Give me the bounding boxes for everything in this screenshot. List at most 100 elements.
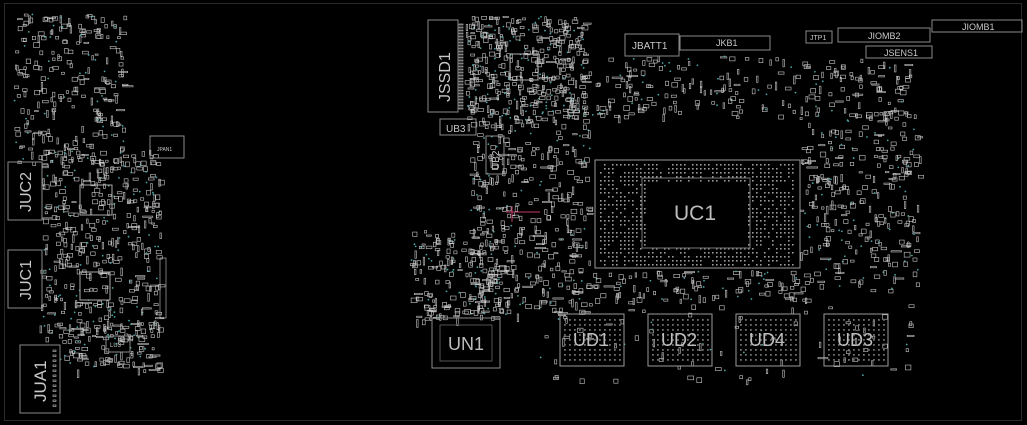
pcb-via (101, 94, 103, 97)
bga-ball (600, 252, 602, 254)
pcb-via (580, 280, 583, 282)
pcb-pad (877, 120, 887, 123)
pcb-pad (485, 239, 488, 247)
bga-ball (569, 339, 571, 341)
bga-ball (772, 228, 774, 230)
pcb-pad (483, 37, 489, 43)
pcb-via (468, 96, 471, 98)
bga-ball (612, 224, 614, 226)
pcb-pad (580, 311, 591, 314)
bga-ball (780, 212, 782, 214)
pcb-pad (711, 101, 716, 105)
pcb-via (904, 190, 907, 193)
pcb-pad (494, 245, 499, 250)
bga-ball (672, 354, 674, 356)
jsens1-outline (865, 45, 933, 59)
pcb-pad (595, 278, 602, 283)
pcb-pad (498, 50, 502, 57)
bga-ball (708, 256, 710, 258)
pcb-pad (833, 70, 839, 77)
pcb-pad (94, 19, 97, 25)
pcb-pad (453, 315, 460, 318)
bga-ball (863, 344, 865, 346)
pcb-via (458, 291, 461, 294)
pcb-pad (533, 198, 539, 202)
pcb-via (820, 132, 823, 134)
bga-ball (584, 339, 586, 341)
pcb-pad (413, 293, 423, 295)
pcb-pad (636, 297, 643, 303)
pcb-pad (40, 76, 46, 81)
pcb-pad (728, 88, 733, 92)
pcb-pad (673, 100, 677, 105)
pcb-pad (74, 176, 80, 182)
jbatt1-label: JBATT1 (632, 41, 668, 52)
bga-ball (600, 188, 602, 190)
pcb-pad (45, 294, 48, 298)
bga-ball (682, 339, 684, 341)
pcb-pad (113, 133, 118, 137)
bga-ball (604, 319, 606, 321)
bga-ball (599, 329, 601, 331)
pcb-pad (156, 162, 162, 166)
pcb-pad (416, 260, 422, 266)
pcb-pad (131, 223, 138, 229)
bga-ball (687, 329, 689, 331)
bga-ball (756, 220, 758, 222)
pcb-pad (465, 256, 468, 263)
pcb-pad (120, 352, 123, 361)
pcb-pad (696, 281, 702, 287)
pcb-pad (881, 149, 888, 153)
bga-ball (792, 252, 794, 254)
bga-ball (652, 339, 654, 341)
pcb-pad (445, 280, 450, 284)
pcb-pad (854, 337, 858, 346)
pcb-pad (103, 315, 109, 320)
bga-ball (788, 228, 790, 230)
pcb-pad (98, 317, 102, 322)
pcb-pad (483, 252, 487, 256)
bga-ball (736, 256, 738, 258)
pcb-via (69, 362, 72, 364)
bga-ball (883, 339, 885, 341)
pcb-pad (719, 75, 725, 81)
bga-ball (768, 168, 770, 170)
pcb-pad (512, 192, 518, 197)
pcb-pad (825, 227, 831, 233)
pcb-pad (86, 273, 92, 279)
pcb-via (115, 342, 117, 345)
pcb-pad (52, 354, 57, 357)
bga-ball (599, 359, 601, 361)
bga-ball (792, 224, 794, 226)
pcb-pad (458, 29, 464, 32)
pcb-pad (464, 80, 471, 85)
bga-ball (604, 344, 606, 346)
pcb-pad (855, 325, 859, 331)
pcb-pad (839, 77, 842, 82)
bga-ball (684, 164, 686, 166)
bga-ball (632, 248, 634, 250)
bga-ball (868, 354, 870, 356)
pcb-pad (97, 300, 102, 306)
pcb-pad (470, 25, 475, 30)
bga-ball (750, 324, 752, 326)
pcb-pad (817, 357, 829, 360)
pcb-pad (840, 87, 845, 92)
bga-ball (760, 349, 762, 351)
bga-ball (776, 188, 778, 190)
bga-ball (752, 208, 754, 210)
bga-ball (688, 168, 690, 170)
pcb-pad (570, 230, 575, 236)
pcb-pad (491, 80, 499, 83)
bga-ball (636, 176, 638, 178)
pcb-via (690, 298, 692, 301)
pcb-pad (502, 16, 509, 18)
pcb-pad (506, 260, 515, 263)
bga-ball (688, 256, 690, 258)
pcb-pad (579, 309, 586, 315)
pcb-pad (479, 204, 482, 212)
pcb-pad (877, 192, 880, 199)
pcb-pad (702, 297, 706, 303)
bga-ball (676, 260, 678, 262)
pcb-pad (849, 162, 855, 166)
